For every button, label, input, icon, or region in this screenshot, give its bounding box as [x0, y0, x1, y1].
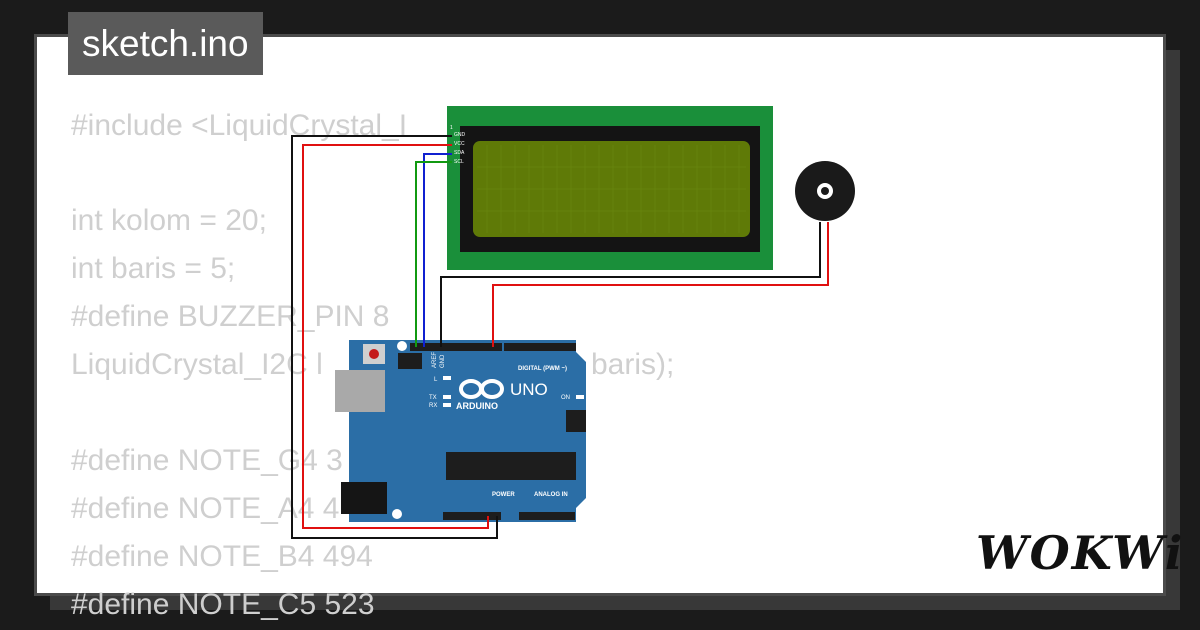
buzzer-hole [821, 187, 829, 195]
code-line: #define BUZZER_PIN 8 [71, 300, 390, 333]
power-label: POWER [492, 492, 515, 498]
lcd-pin-label: GND [454, 132, 466, 138]
mount-hole [392, 509, 402, 519]
reset-button-cap [369, 349, 379, 359]
on-label: ON [561, 395, 570, 401]
digital-header-left [410, 343, 502, 351]
lcd-pin-label: SCL [454, 159, 464, 165]
wire-gnd-lcd [291, 135, 498, 539]
code-line-fragment: baris); [591, 348, 675, 381]
wokwi-logo: WOKWi [976, 526, 1185, 580]
lcd-pin-label: SDA [454, 150, 465, 156]
led-on [576, 395, 584, 399]
rx-label: RX [429, 403, 437, 409]
card-shadow-right [1166, 50, 1180, 610]
led-l [443, 376, 451, 380]
code-line: int kolom = 20; [71, 204, 267, 237]
code-line: LiquidCrystal_I2C l [71, 348, 323, 381]
power-header [443, 512, 501, 520]
atmega-chip [446, 452, 576, 480]
sketch-title-tab[interactable]: sketch.ino [68, 12, 263, 75]
arduino-uno-board[interactable]: UNO ARDUINO DIGITAL (PWM ~) POWER ANALOG… [335, 340, 586, 522]
icsp2-header [566, 410, 586, 432]
wire-sda [423, 153, 452, 347]
wire-vcc-lcd [302, 144, 489, 529]
led-rx [443, 403, 451, 407]
wire-buzzer-gnd [440, 222, 821, 347]
arduino-brand-label: ARDUINO [456, 401, 498, 411]
wire-buzzer-signal [492, 222, 829, 347]
digital-label: DIGITAL (PWM ~) [518, 366, 567, 372]
wires [291, 135, 829, 539]
analog-header [519, 512, 575, 520]
arduino-logo-icon [459, 379, 504, 399]
led-tx [443, 395, 451, 399]
tx-label: TX [429, 395, 437, 401]
lcd-pin-label: 1 [450, 125, 453, 131]
code-line: #define NOTE_B4 494 [71, 540, 373, 573]
code-line: #define NOTE_C5 523 [71, 588, 375, 621]
usb-port [335, 370, 385, 412]
lcd-grid [477, 145, 746, 233]
analog-label: ANALOG IN [534, 492, 568, 498]
digital-header-right [504, 343, 576, 351]
gnd-pin-label: GND [440, 354, 446, 368]
buzzer[interactable] [795, 161, 855, 221]
lcd-display[interactable]: 1 GND VCC SDA SCL [447, 106, 773, 270]
code-line: int baris = 5; [71, 252, 236, 285]
card-shadow-bottom [50, 596, 1180, 610]
l-label: L [434, 377, 438, 383]
wire-scl [415, 161, 452, 347]
power-jack [341, 482, 387, 514]
mount-hole [397, 341, 407, 351]
lcd-pin-label: VCC [454, 141, 465, 147]
code-line: #define NOTE_G4 3 [71, 444, 343, 477]
aref-label: AREF [432, 352, 438, 368]
icsp-header [398, 353, 422, 369]
uno-label: UNO [510, 380, 548, 399]
